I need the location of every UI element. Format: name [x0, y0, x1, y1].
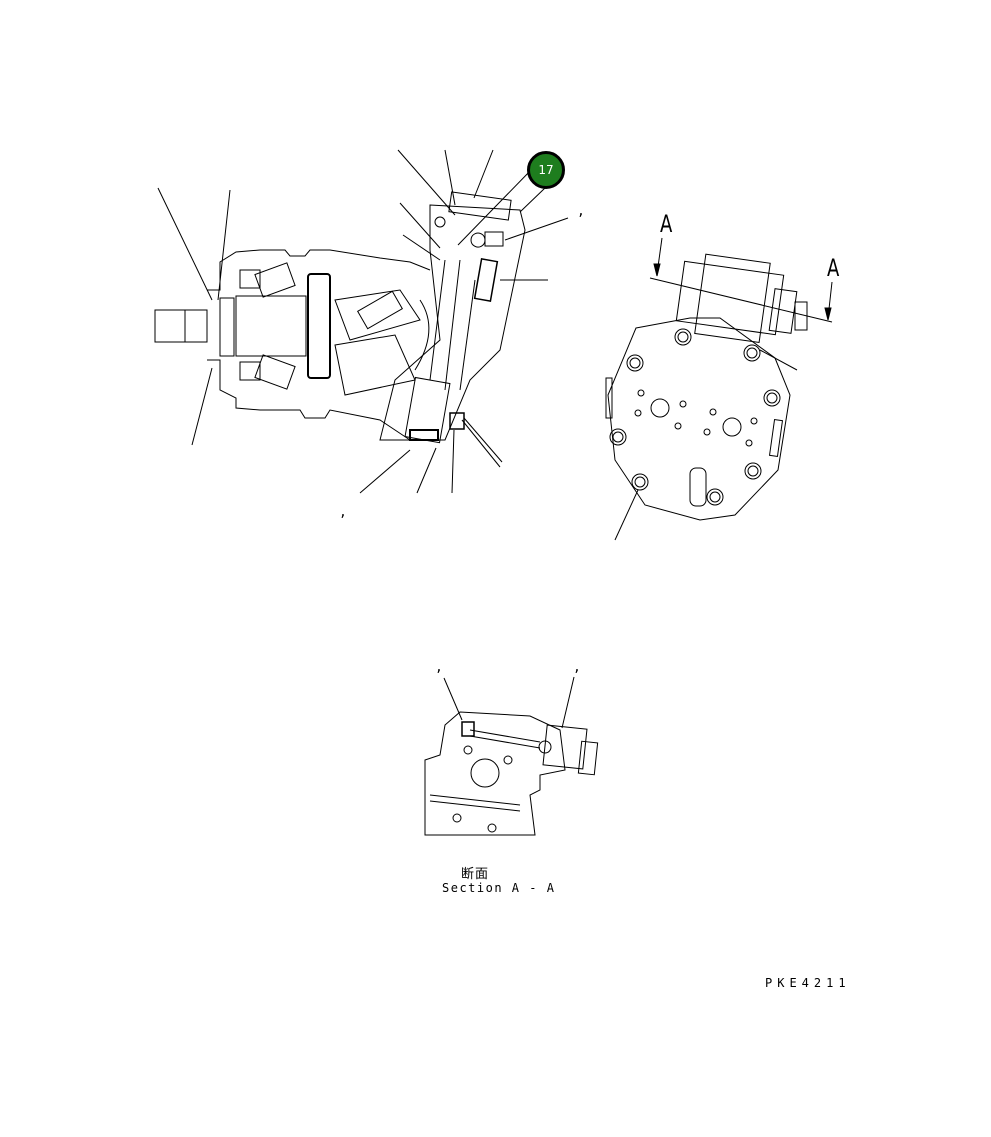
- callout-17-badge[interactable]: 17: [527, 151, 565, 189]
- section-marker-a-right: A: [827, 254, 840, 282]
- section-title-en: Section A - A: [442, 881, 556, 895]
- comma-mark: ,: [573, 660, 581, 675]
- comma-mark: ,: [577, 204, 585, 219]
- section-title-jp: 断面: [461, 867, 490, 882]
- section-marker-a-left: A: [660, 210, 673, 238]
- comma-mark: ,: [435, 660, 443, 675]
- section-a-a-view: [424, 676, 599, 836]
- comma-mark: ,: [339, 505, 347, 520]
- callout-number: 17: [538, 163, 554, 177]
- drawing-code: PKE4211: [765, 976, 851, 990]
- end-view: [605, 237, 833, 541]
- main-cross-section-view: [154, 149, 569, 494]
